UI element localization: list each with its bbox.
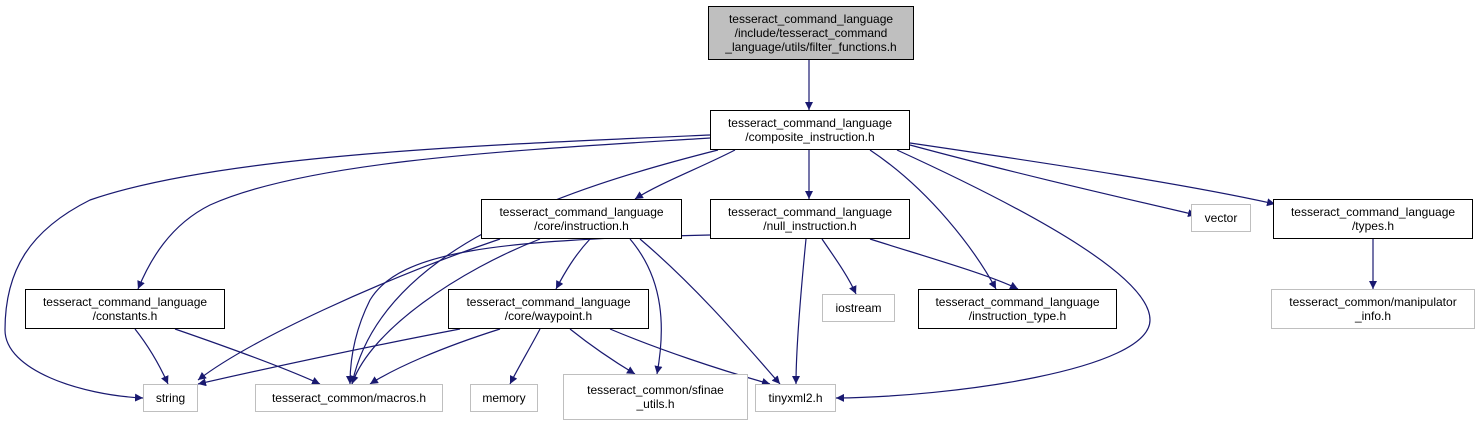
edge-core-waypoint-to-memory — [509, 328, 541, 385]
edge-constants-to-string — [134, 328, 169, 385]
node-manipulator-info: tesseract_common/manipulator _info.h — [1271, 289, 1475, 329]
edge-core-instruction-to-macros — [350, 238, 541, 385]
edge-core-instruction-to-string — [197, 238, 501, 381]
edge-core-instruction-to-tinyxml2 — [639, 238, 781, 385]
node-string: string — [143, 384, 198, 412]
edge-composite-instruction-to-macros — [349, 149, 719, 385]
edge-null-instruction-to-tinyxml2 — [792, 238, 807, 385]
edge-null-instruction-to-macros — [346, 234, 711, 385]
node-filter-functions[interactable]: tesseract_command_language /include/tess… — [708, 6, 914, 60]
node-types[interactable]: tesseract_command_language /types.h — [1273, 199, 1473, 239]
node-null-instruction[interactable]: tesseract_command_language /null_instruc… — [710, 199, 910, 239]
node-sfinae-utils: tesseract_common/sfinae _utils.h — [563, 374, 748, 420]
edge-composite-instruction-to-instruction-type — [869, 149, 997, 290]
edge-composite-instruction-to-vector — [909, 144, 1197, 218]
edge-composite-instruction-to-tinyxml2 — [835, 149, 1151, 402]
edge-composite-instruction-to-constants — [137, 137, 711, 290]
edge-constants-to-macros — [174, 328, 321, 385]
node-instruction-type[interactable]: tesseract_command_language /instruction_… — [918, 289, 1117, 329]
edge-core-waypoint-to-string — [197, 328, 461, 387]
edge-composite-instruction-to-core-instruction — [634, 149, 736, 200]
node-macros: tesseract_common/macros.h — [255, 384, 443, 412]
node-constants[interactable]: tesseract_command_language /constants.h — [25, 289, 225, 329]
edge-null-instruction-to-iostream — [821, 238, 857, 295]
edge-core-instruction-to-core-waypoint — [555, 238, 591, 290]
node-core-waypoint[interactable]: tesseract_command_language /core/waypoin… — [448, 289, 649, 329]
node-memory: memory — [470, 384, 538, 412]
edge-core-waypoint-to-tinyxml2 — [609, 328, 771, 386]
node-iostream: iostream — [822, 294, 895, 322]
node-tinyxml2: tinyxml2.h — [755, 384, 836, 412]
edge-null-instruction-to-instruction-type — [869, 238, 1019, 290]
edge-composite-instruction-to-types — [909, 142, 1276, 207]
edge-core-instruction-to-sfinae-utils — [629, 238, 663, 375]
node-composite-instruction[interactable]: tesseract_command_language /composite_in… — [710, 110, 910, 150]
edge-core-waypoint-to-sfinae-utils — [569, 328, 636, 375]
edge-core-waypoint-to-macros — [369, 328, 501, 385]
node-core-instruction[interactable]: tesseract_command_language /core/instruc… — [481, 199, 682, 239]
edge-composite-instruction-to-string — [4, 134, 711, 402]
node-vector: vector — [1191, 204, 1251, 232]
